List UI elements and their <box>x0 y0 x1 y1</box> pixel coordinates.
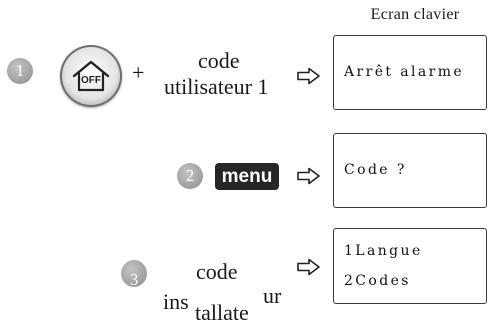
plus-sign: + <box>132 60 145 85</box>
screen-3-line-1: 1Langue <box>344 243 423 259</box>
keypad-screen-3: 1Langue 2Codes <box>333 228 487 304</box>
step-3-installer-part-2: tallate <box>195 300 249 325</box>
off-button-label: OFF <box>81 75 101 86</box>
keypad-screen-1: Arrêt alarme <box>333 35 487 110</box>
arrow-right-icon <box>297 67 320 85</box>
screen-2-line-1: Code ? <box>344 162 407 178</box>
arrow-right-icon <box>297 167 320 185</box>
step-1-user-label: utilisateur 1 <box>164 74 269 99</box>
arrow-right-icon <box>297 258 320 276</box>
step-3-code-label: code <box>196 259 238 284</box>
step-1-code-label: code <box>198 48 240 73</box>
screen-column-header: Ecran clavier <box>370 6 460 23</box>
screen-3-line-2: 2Codes <box>344 273 411 289</box>
step-3-installer-part-1: ins <box>163 289 189 314</box>
off-home-icon <box>72 60 110 92</box>
step-3-badge: 3 <box>121 260 147 287</box>
step-1-badge: 1 <box>7 58 33 84</box>
step-2-badge: 2 <box>177 163 203 189</box>
off-button[interactable]: OFF <box>60 45 122 107</box>
menu-key[interactable]: menu <box>215 163 279 190</box>
step-3-installer-part-3: ur <box>263 283 282 308</box>
screen-1-line-1: Arrêt alarme <box>344 64 465 80</box>
keypad-screen-2: Code ? <box>333 133 487 208</box>
